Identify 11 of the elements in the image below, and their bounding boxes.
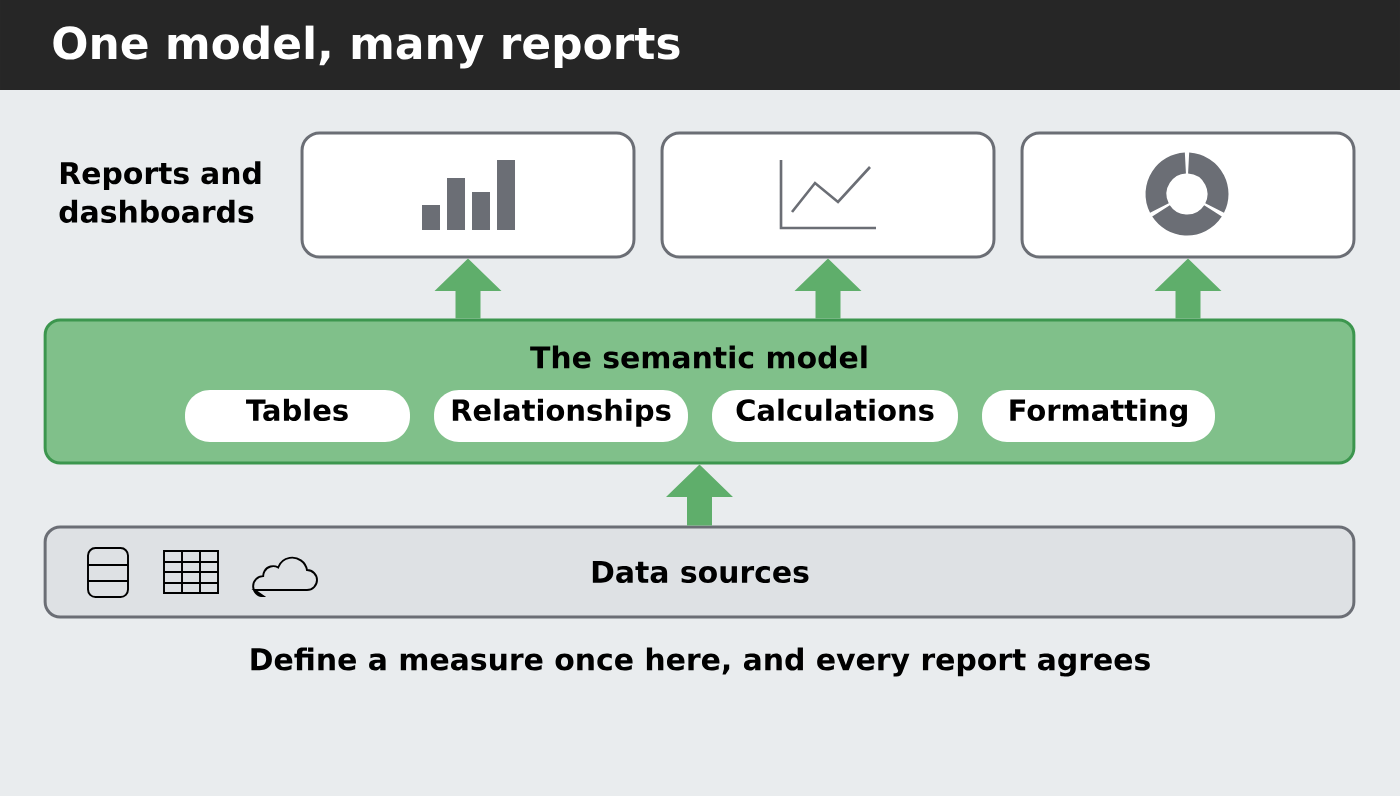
- report-box: [660, 131, 996, 259]
- title-bar: One model, many reports: [0, 0, 1400, 90]
- data-sources-box: Data sources: [43, 525, 1356, 619]
- pill: Calculations: [712, 390, 958, 442]
- pill: Tables: [185, 390, 410, 442]
- report-box: [1020, 131, 1356, 259]
- pill: Formatting: [982, 390, 1215, 442]
- caption: Define a measure once here, and every report agrees: [251, 647, 1150, 677]
- report-box: [300, 131, 636, 259]
- section-label: Reports and dashboards: [59, 161, 261, 223]
- pill: Relationships: [434, 390, 688, 442]
